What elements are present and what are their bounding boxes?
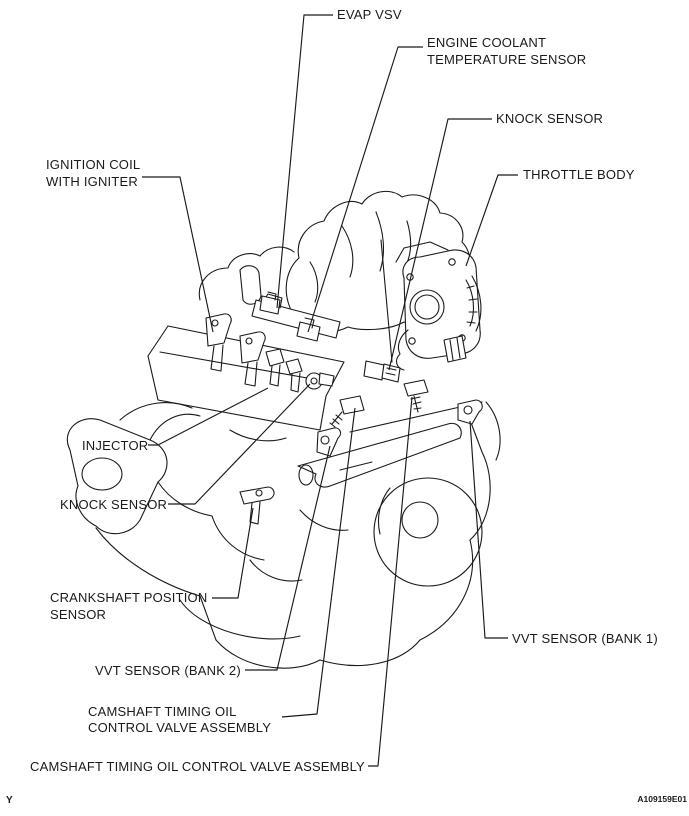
corner-mark: Y xyxy=(6,795,13,806)
label-knock-sensor-upper: KNOCK SENSOR xyxy=(496,111,603,126)
figure-code: A109159E01 xyxy=(637,794,687,804)
label-crankshaft-line2: SENSOR xyxy=(50,607,106,622)
label-knock-sensor-left: KNOCK SENSOR xyxy=(60,497,167,512)
camshaft-valve2-leader xyxy=(281,407,356,718)
throttle-body-leader xyxy=(465,174,518,267)
evap-vsv-leader xyxy=(276,14,333,309)
label-injector: INJECTOR xyxy=(82,438,148,453)
crankshaft-sensor-part xyxy=(239,486,275,525)
label-camshaft-valve1: CAMSHAFT TIMING OIL CONTROL VALVE ASSEMB… xyxy=(30,759,365,774)
label-ignition-coil-line2: WITH IGNITER xyxy=(46,174,138,189)
label-ect-line1: ENGINE COOLANT xyxy=(427,35,546,50)
knock-sensor-left-leader xyxy=(168,383,311,505)
label-camshaft-valve2-line1: CAMSHAFT TIMING OIL xyxy=(88,704,237,719)
knock-sensor-bank1-part xyxy=(363,360,401,383)
label-vvt-bank1: VVT SENSOR (BANK 1) xyxy=(512,631,658,646)
label-ect-line2: TEMPERATURE SENSOR xyxy=(427,52,586,67)
label-throttle-body: THROTTLE BODY xyxy=(523,167,635,182)
coolant-temp-sensor-leader xyxy=(307,46,423,333)
label-vvt-bank2: VVT SENSOR (BANK 2) xyxy=(95,663,241,678)
vvt-sensor-bank2-part xyxy=(316,427,342,457)
vvt-sensor-bank1-part xyxy=(457,399,483,425)
vvt-bank1-leader xyxy=(469,420,508,639)
vvt-bank2-leader xyxy=(245,445,331,671)
label-ignition-coil-line1: IGNITION COIL xyxy=(46,157,140,172)
crankshaft-sensor-leader xyxy=(212,507,254,599)
evap-vsv-part xyxy=(259,291,281,315)
camshaft-oil-valve2-part xyxy=(329,395,365,428)
label-crankshaft-line1: CRANKSHAFT POSITION xyxy=(50,590,207,605)
camshaft-oil-valve1-part xyxy=(403,379,429,413)
injector-leader xyxy=(148,387,269,446)
knock-sensor-bank2-part xyxy=(305,372,335,390)
knock-sensor-upper-leader xyxy=(388,118,492,371)
ignition-coil-leader xyxy=(142,176,214,333)
label-camshaft-valve2-line2: CONTROL VALVE ASSEMBLY xyxy=(88,720,271,735)
engine-illustration xyxy=(66,190,501,669)
label-evap-vsv: EVAP VSV xyxy=(337,7,402,22)
camshaft-valve1-leader xyxy=(368,396,413,767)
